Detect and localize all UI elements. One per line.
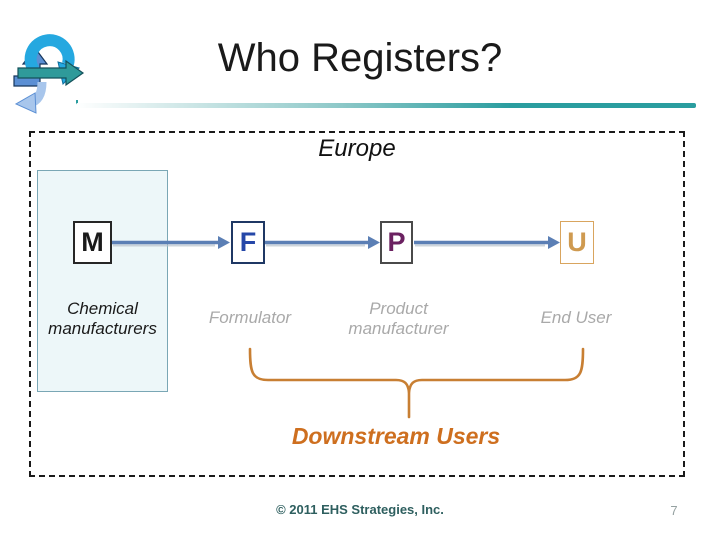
europe-region-label: Europe [318,135,396,162]
node-letter-u: U [567,227,587,257]
recycle-arrows-logo-icon [8,26,92,116]
page-number: 7 [670,503,678,518]
chemical-manufacturers-panel [37,170,168,392]
node-chemical-manufacturer: M [73,221,112,264]
node-product-manufacturer: P [380,221,413,264]
title-accent-line [76,103,696,108]
node-formulator: F [231,221,265,264]
copyright-footer: © 2011 EHS Strategies, Inc. [276,502,444,517]
label-formulator: Formulator [208,308,292,327]
label-product-manufacturer: Product manufacturer [348,299,449,339]
node-letter-m: M [81,227,104,257]
page-title: Who Registers? [217,36,503,80]
node-letter-f: F [239,227,257,257]
node-letter-p: P [387,227,406,257]
downstream-users-label: Downstream Users [291,423,501,449]
label-end-user: End User [540,308,612,327]
node-end-user: U [560,221,594,264]
label-chemical-manufacturers: Chemical manufacturers [48,299,157,339]
europe-region-box [29,131,685,477]
